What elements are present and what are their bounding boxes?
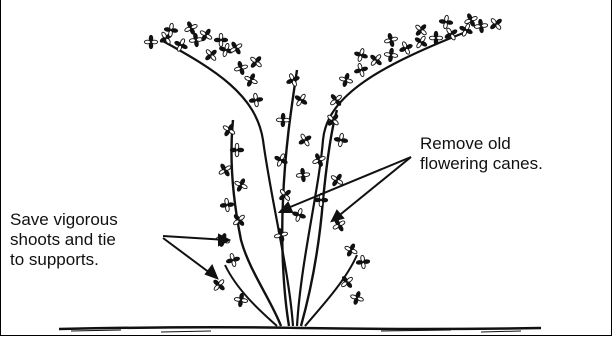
leaf-cluster xyxy=(330,94,343,107)
leaf-cluster xyxy=(276,113,289,126)
leaf-cluster xyxy=(356,255,370,269)
leaf-cluster xyxy=(218,163,231,176)
leaf-cluster xyxy=(199,28,212,41)
leaf-cluster xyxy=(229,41,242,54)
leaf-cluster xyxy=(292,208,306,222)
save-shoots-line: Save vigorous xyxy=(10,210,118,230)
leaf-cluster xyxy=(312,153,326,167)
leaf-cluster xyxy=(296,168,310,182)
leaf-cluster xyxy=(384,48,398,62)
leaf-cluster xyxy=(414,35,427,48)
leaf-cluster xyxy=(249,93,263,107)
leaf-cluster xyxy=(334,133,348,147)
leaf-cluster xyxy=(439,15,453,29)
leaf-cluster xyxy=(234,61,248,75)
leaf-cluster xyxy=(184,21,198,35)
leaf-cluster xyxy=(222,123,235,136)
leaf-cluster xyxy=(144,35,157,48)
leaf-cluster xyxy=(250,56,262,68)
leaf-cluster xyxy=(341,276,354,289)
low-shoot-left xyxy=(225,265,277,326)
ground-line xyxy=(59,327,541,332)
leaf-cluster xyxy=(350,291,364,305)
cane-group xyxy=(161,30,471,326)
arrow-save-lower xyxy=(163,238,214,276)
leaf-cluster xyxy=(344,243,358,257)
leaf-cluster xyxy=(490,18,503,31)
leaf-cluster xyxy=(174,38,188,52)
leaf-cluster xyxy=(474,19,488,33)
leaf-cluster xyxy=(205,49,217,61)
leaf-cluster xyxy=(298,133,311,146)
arrow-remove-right xyxy=(336,157,411,218)
remove-canes-label: Remove old flowering canes. xyxy=(420,134,543,174)
leaf-cluster xyxy=(415,24,427,36)
leaf-cluster xyxy=(294,93,307,106)
leaf-cluster xyxy=(384,33,398,47)
leaf-cluster xyxy=(339,73,353,87)
leaf-cluster xyxy=(354,48,368,62)
leaf-cluster xyxy=(213,279,225,291)
save-shoots-line: to supports. xyxy=(10,250,118,270)
leaf-cluster xyxy=(234,178,248,192)
leaf-cluster xyxy=(330,173,343,186)
arrow-remove-left xyxy=(283,157,411,210)
old-cane-left xyxy=(161,40,293,326)
leaf-cluster xyxy=(244,73,258,87)
callout-arrows xyxy=(163,157,411,278)
leaf-cluster xyxy=(370,54,382,66)
leaf-cluster xyxy=(220,198,234,212)
leaf-cluster xyxy=(399,41,413,55)
save-shoots-label: Save vigorous shoots and tie to supports… xyxy=(10,210,118,270)
remove-canes-line: flowering canes. xyxy=(420,154,543,174)
leaf-cluster xyxy=(274,228,288,242)
low-shoot-right xyxy=(305,255,357,326)
save-shoots-line: shoots and tie xyxy=(10,230,118,250)
leaf-cluster xyxy=(354,63,368,77)
leaf-cluster xyxy=(279,189,292,202)
leaf-cluster xyxy=(189,33,203,47)
remove-canes-line: Remove old xyxy=(420,134,543,154)
leaf-cluster xyxy=(226,253,240,267)
leaf-cluster xyxy=(286,73,300,87)
